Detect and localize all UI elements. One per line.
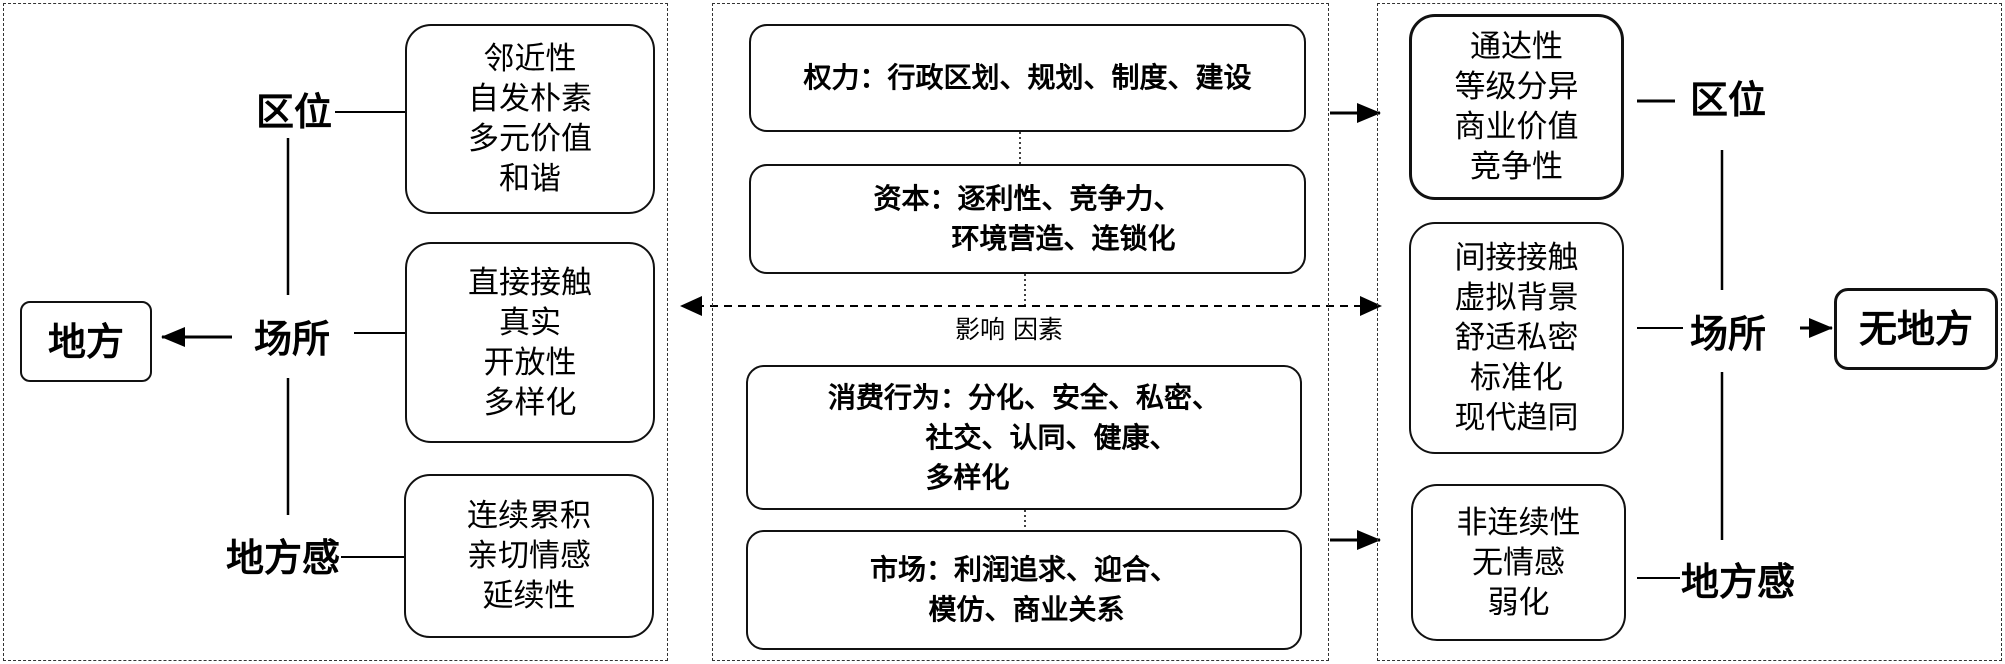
- trait-item: 舒适私密: [1454, 320, 1579, 356]
- right-term-sense: 地方感: [1681, 559, 1796, 604]
- trait-item: 等级分异: [1454, 69, 1579, 105]
- trait-item: 连续累积: [467, 498, 591, 534]
- left-end-box: 地方: [20, 301, 152, 382]
- trait-item: 弱化: [1487, 584, 1550, 621]
- market-box: 市场：利润追求、迎合、 模仿、商业关系: [746, 530, 1302, 650]
- trait-item: 延续性: [482, 578, 576, 614]
- trait-item: 竞争性: [1470, 149, 1563, 185]
- market-text-line: 模仿、商业关系: [869, 593, 1125, 626]
- trait-item: 标准化: [1470, 360, 1563, 396]
- trait-item: 非连续性: [1456, 504, 1581, 541]
- right-sense-traits-box: 非连续性 无情感 弱化: [1411, 484, 1626, 641]
- capital-text-line: 环境营造、连锁化: [873, 222, 1176, 255]
- left-panel: [3, 3, 668, 661]
- consumption-text-line: 社交、认同、健康、: [827, 420, 1178, 454]
- right-location-traits-box: 通达性 等级分异 商业价值 竞争性: [1409, 14, 1624, 200]
- trait-item: 自发朴素: [468, 81, 592, 117]
- trait-item: 真实: [499, 304, 561, 341]
- trait-item: 和谐: [499, 161, 561, 197]
- capital-box: 资本：逐利性、竞争力、 环境营造、连锁化: [749, 164, 1306, 274]
- right-site-traits-box: 间接接触 虚拟背景 舒适私密 标准化 现代趋同: [1409, 222, 1624, 454]
- market-text-line: 市场：利润追求、迎合、: [869, 553, 1178, 586]
- center-panel: [712, 3, 1329, 661]
- consumption-box: 消费行为：分化、安全、私密、 社交、认同、健康、 多样化: [746, 365, 1302, 510]
- trait-item: 现代趋同: [1454, 400, 1579, 436]
- left-end-label: 地方: [47, 318, 124, 364]
- trait-item: 亲切情感: [467, 538, 591, 574]
- right-panel: [1377, 3, 2002, 661]
- trait-item: 商业价值: [1454, 109, 1579, 145]
- trait-item: 开放性: [483, 344, 577, 381]
- left-term-location: 区位: [256, 89, 333, 134]
- trait-item: 虚拟背景: [1454, 280, 1579, 316]
- trait-item: 邻近性: [483, 41, 577, 77]
- left-term-site: 场所: [254, 316, 331, 361]
- trait-item: 间接接触: [1454, 240, 1579, 276]
- consumption-text-line: 多样化: [827, 460, 1010, 494]
- power-box: 权力：行政区划、规划、制度、建设: [749, 24, 1306, 132]
- trait-item: 多元价值: [468, 121, 592, 157]
- right-end-label: 无地方: [1858, 306, 1973, 351]
- left-location-traits-box: 邻近性 自发朴素 多元价值 和谐: [405, 24, 655, 214]
- left-sense-traits-box: 连续累积 亲切情感 延续性: [404, 474, 654, 638]
- trait-item: 直接接触: [468, 264, 592, 301]
- capital-text-line: 资本：逐利性、竞争力、: [873, 182, 1182, 215]
- trait-item: 多样化: [483, 384, 577, 421]
- trait-item: 无情感: [1472, 544, 1565, 581]
- trait-item: 通达性: [1470, 29, 1563, 65]
- right-term-location: 区位: [1690, 77, 1767, 122]
- right-end-box: 无地方: [1834, 288, 1998, 370]
- left-term-sense: 地方感: [226, 535, 341, 580]
- power-text: 权力：行政区划、规划、制度、建设: [803, 61, 1252, 94]
- left-site-traits-box: 直接接触 真实 开放性 多样化: [405, 242, 655, 443]
- consumption-text-line: 消费行为：分化、安全、私密、: [827, 380, 1220, 414]
- right-term-site: 场所: [1690, 311, 1767, 356]
- influence-factors-label: 影响 因素: [955, 315, 1063, 344]
